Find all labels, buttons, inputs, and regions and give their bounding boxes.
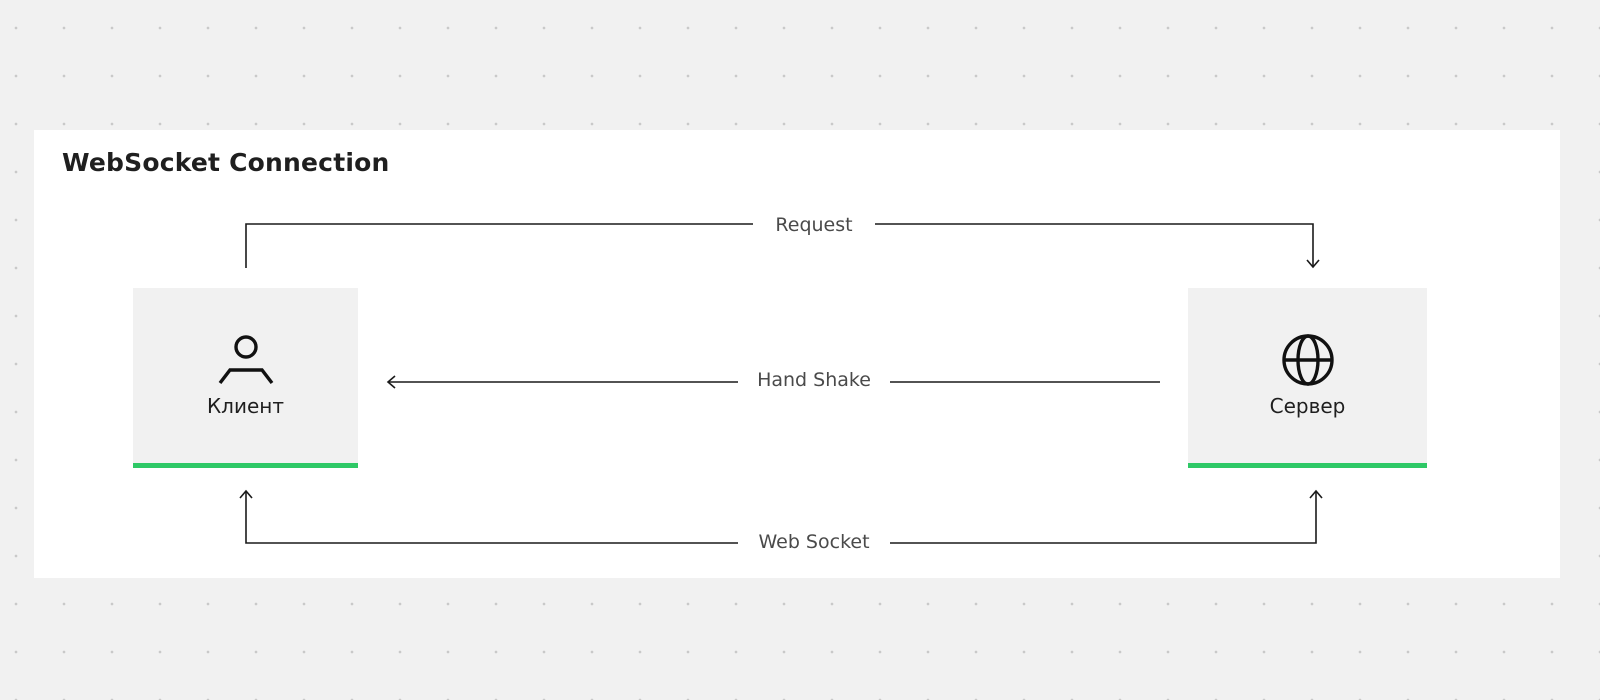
node-client-label: Клиент xyxy=(206,394,284,418)
edge-handshake: Hand Shake xyxy=(386,364,1160,396)
globe-icon xyxy=(1281,334,1334,386)
node-server[interactable]: Сервер xyxy=(1188,288,1427,468)
node-server-label: Сервер xyxy=(1269,394,1346,418)
diagram-title: WebSocket Connection xyxy=(62,148,390,177)
person-icon xyxy=(218,335,273,385)
edge-websocket-label: Web Socket xyxy=(758,531,869,553)
diagram-panel: WebSocket Connection Request Hand Shake … xyxy=(34,130,1560,578)
edge-handshake-label: Hand Shake xyxy=(757,369,871,391)
edge-request: Request xyxy=(245,210,1320,269)
edge-request-label: Request xyxy=(775,214,852,236)
node-client[interactable]: Клиент xyxy=(133,288,358,468)
edges-layer: Request Hand Shake Web Socket xyxy=(239,210,1323,558)
edge-websocket: Web Socket xyxy=(239,489,1323,558)
